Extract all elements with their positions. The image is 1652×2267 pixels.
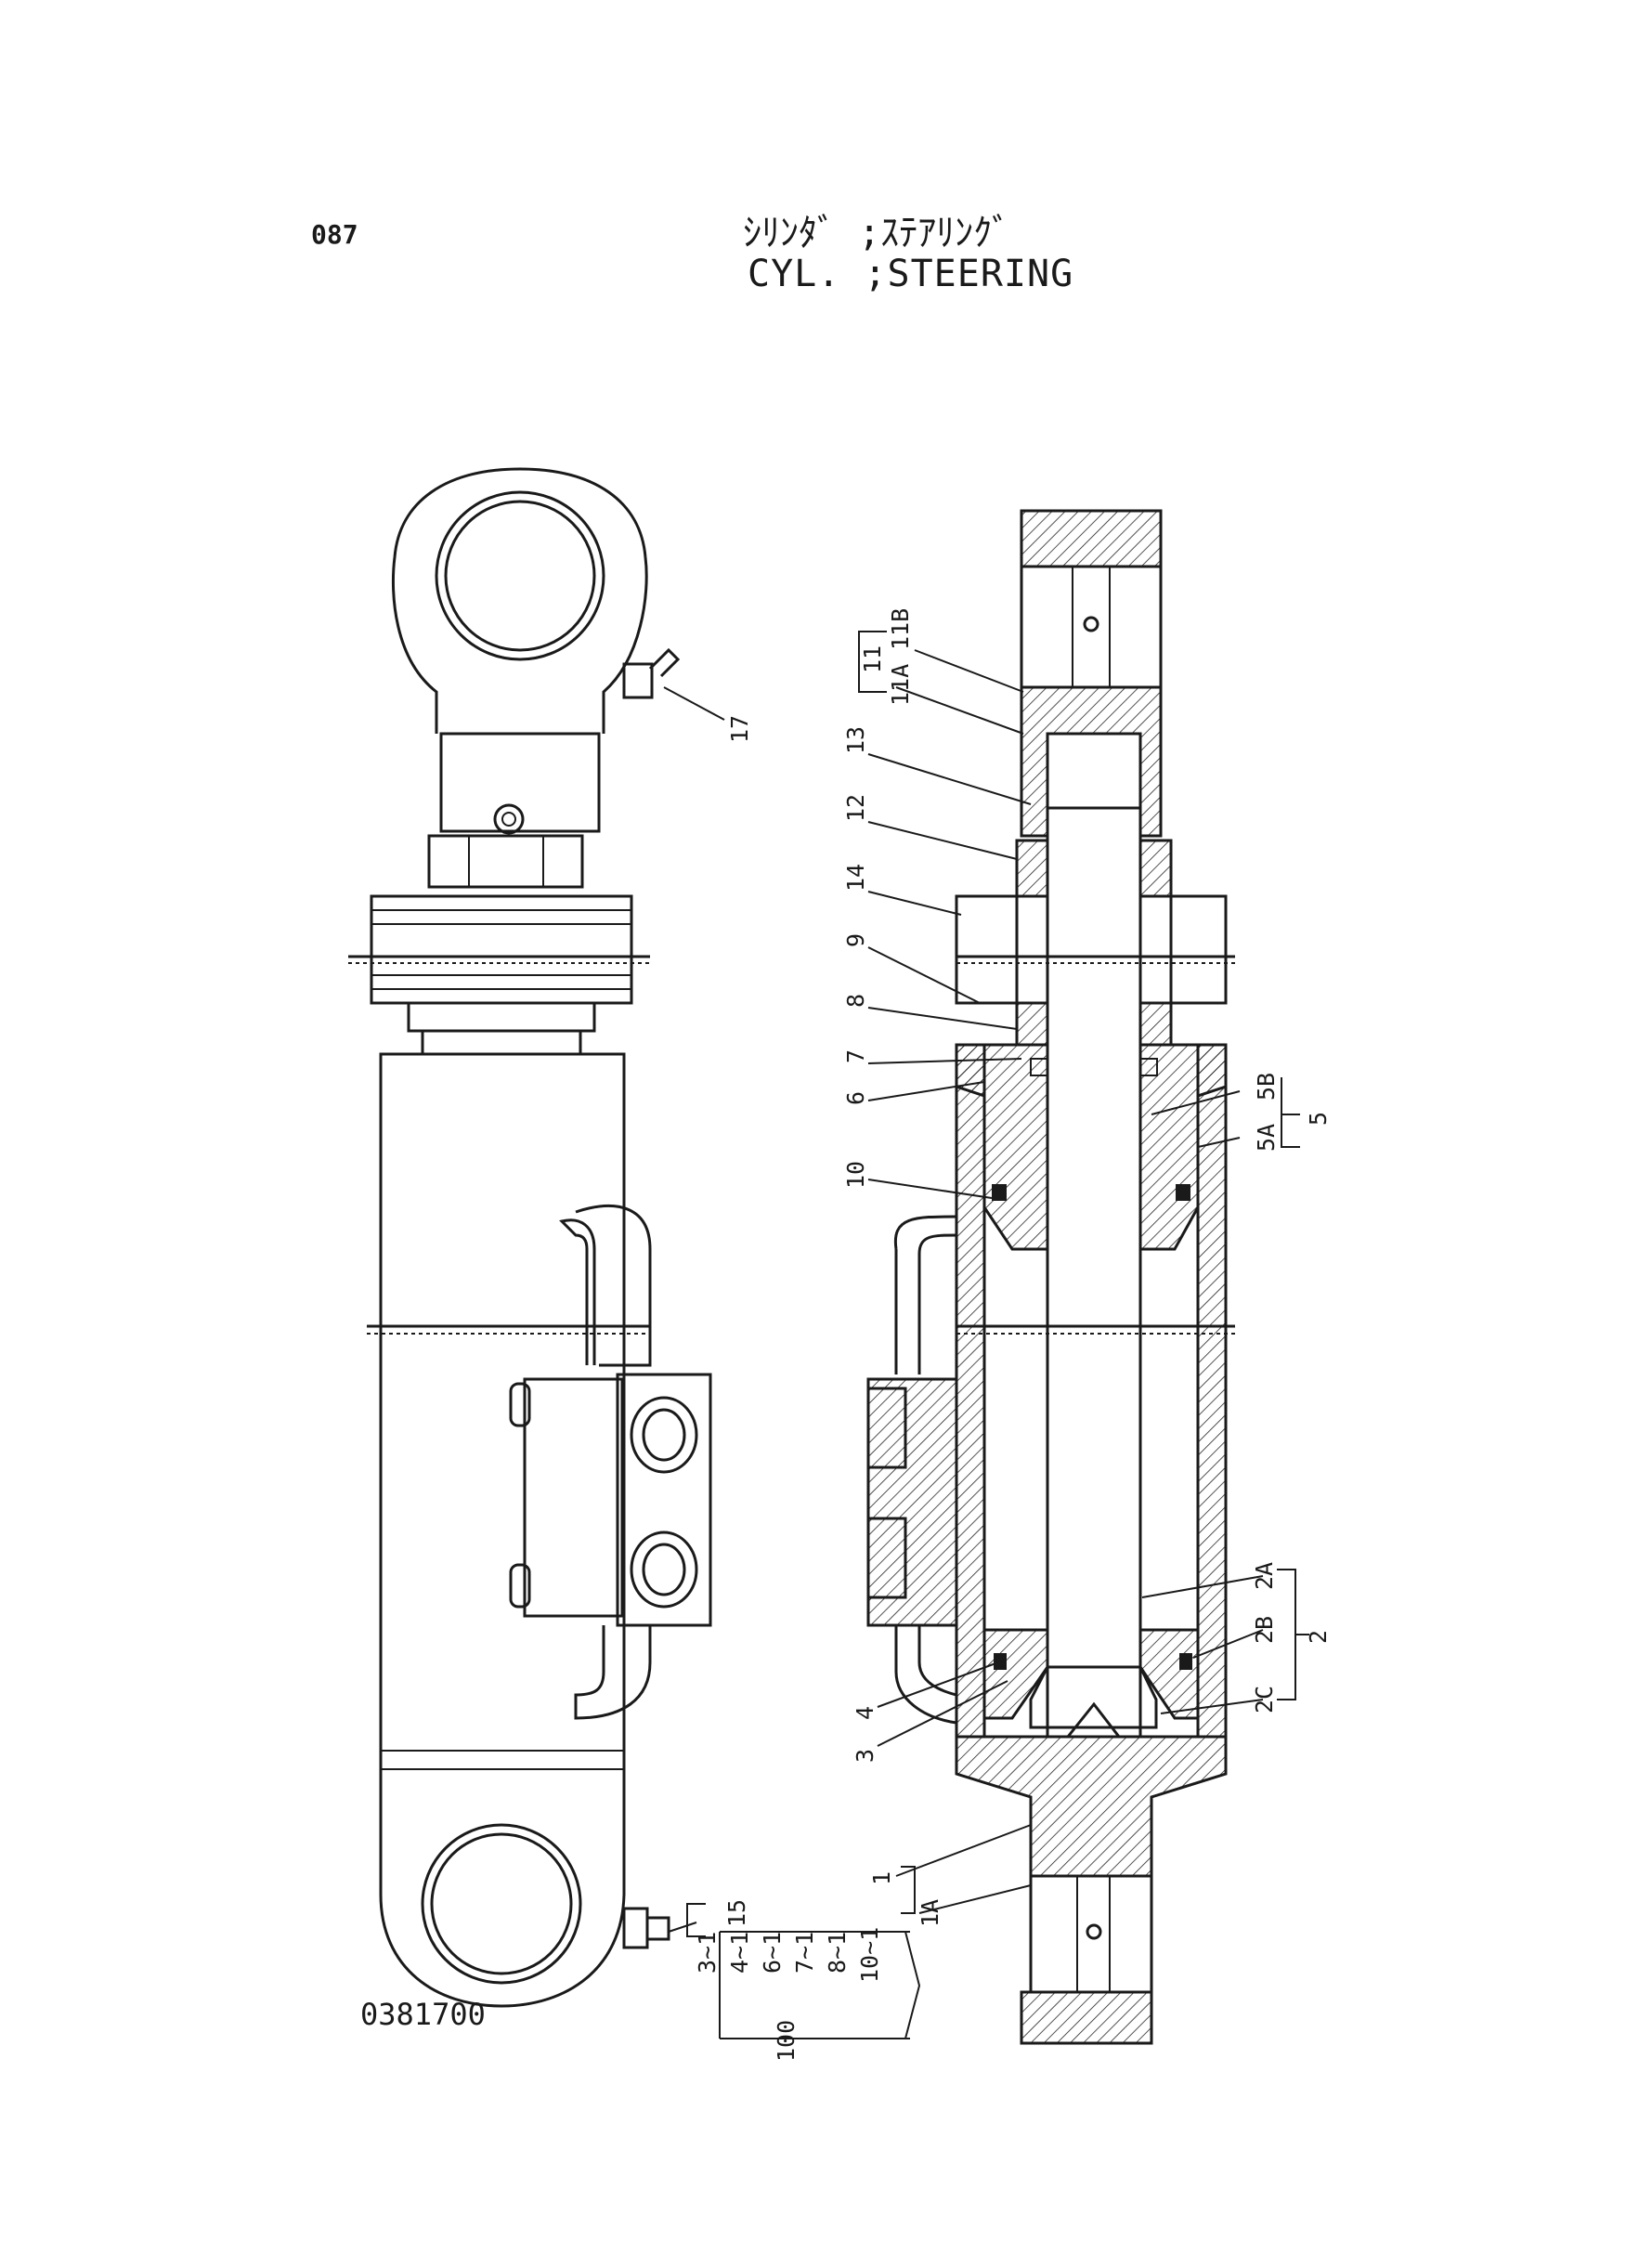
callout-1: 1 bbox=[868, 1871, 895, 1885]
callout-2c: 2C bbox=[1251, 1686, 1278, 1713]
callout-1a: 1A bbox=[917, 1899, 943, 1927]
callout-14: 14 bbox=[842, 864, 869, 892]
rod-nut bbox=[427, 834, 584, 889]
nut-section bbox=[1015, 839, 1173, 898]
gland-section bbox=[955, 894, 1228, 1251]
callout-5b: 5B bbox=[1253, 1073, 1280, 1101]
pipe-lower bbox=[574, 1625, 652, 1720]
callout-5: 5 bbox=[1305, 1112, 1332, 1126]
piston-section bbox=[982, 1628, 1200, 1739]
callout-5a: 5A bbox=[1253, 1124, 1280, 1152]
kit-item: 7~1 bbox=[791, 1932, 818, 1974]
grease-fitting-15 bbox=[622, 1907, 670, 1949]
callout-8: 8 bbox=[842, 994, 869, 1008]
callout-10: 10 bbox=[842, 1161, 869, 1189]
head-eye bbox=[421, 1823, 582, 1985]
callout-13: 13 bbox=[842, 726, 869, 754]
callout-2b: 2B bbox=[1251, 1616, 1278, 1644]
title-english: CYL. ;STEERING bbox=[748, 253, 1074, 295]
rod-eye-section bbox=[1020, 509, 1163, 838]
head-section bbox=[955, 1735, 1228, 2045]
callout-11a: 11A bbox=[887, 664, 914, 706]
callout-11b: 11B bbox=[887, 608, 914, 650]
repair-kit-list: 100 3~1 4~1 6~1 7~1 8~1 10~1 bbox=[694, 1927, 883, 2062]
callout-leaders bbox=[663, 649, 1264, 1933]
page-number: 087 bbox=[311, 219, 358, 250]
callout-15: 15 bbox=[723, 1899, 750, 1927]
kit-label: 100 bbox=[773, 2020, 800, 2062]
gland-outer bbox=[348, 894, 650, 1056]
cylinder-tube-outer bbox=[367, 1052, 650, 2008]
callout-3: 3 bbox=[852, 1749, 878, 1763]
grease-fitting-17 bbox=[622, 647, 681, 699]
callout-6: 6 bbox=[842, 1091, 869, 1105]
callout-brackets bbox=[686, 631, 1309, 2039]
kit-item: 8~1 bbox=[824, 1932, 851, 1974]
kit-item: 3~1 bbox=[694, 1932, 721, 1974]
external-view bbox=[348, 467, 712, 2008]
port-block-section bbox=[866, 1215, 958, 1725]
section-view bbox=[866, 509, 1235, 2045]
pipe-upper bbox=[559, 1205, 652, 1367]
kit-item: 4~1 bbox=[726, 1932, 753, 1974]
callout-4: 4 bbox=[852, 1706, 878, 1720]
rod-eye bbox=[392, 467, 648, 835]
callout-7: 7 bbox=[842, 1049, 869, 1063]
callout-17: 17 bbox=[726, 715, 753, 743]
callout-labels: 11 11A 11B 13 12 14 9 8 7 6 10 5B 5A 5 2… bbox=[723, 608, 1332, 1927]
valve-block bbox=[509, 1373, 712, 1627]
piston-rod-section bbox=[956, 806, 1235, 1739]
callout-9: 9 bbox=[842, 933, 869, 947]
callout-11: 11 bbox=[859, 645, 886, 673]
kit-item: 6~1 bbox=[759, 1932, 786, 1974]
callout-12: 12 bbox=[842, 794, 869, 822]
callout-2a: 2A bbox=[1251, 1562, 1278, 1590]
title-japanese: ｼﾘﾝﾀﾞ ;ｽﾃｱﾘﾝｸﾞ bbox=[743, 212, 1011, 254]
kit-item: 10~1 bbox=[856, 1927, 883, 1983]
callout-2: 2 bbox=[1305, 1630, 1332, 1644]
